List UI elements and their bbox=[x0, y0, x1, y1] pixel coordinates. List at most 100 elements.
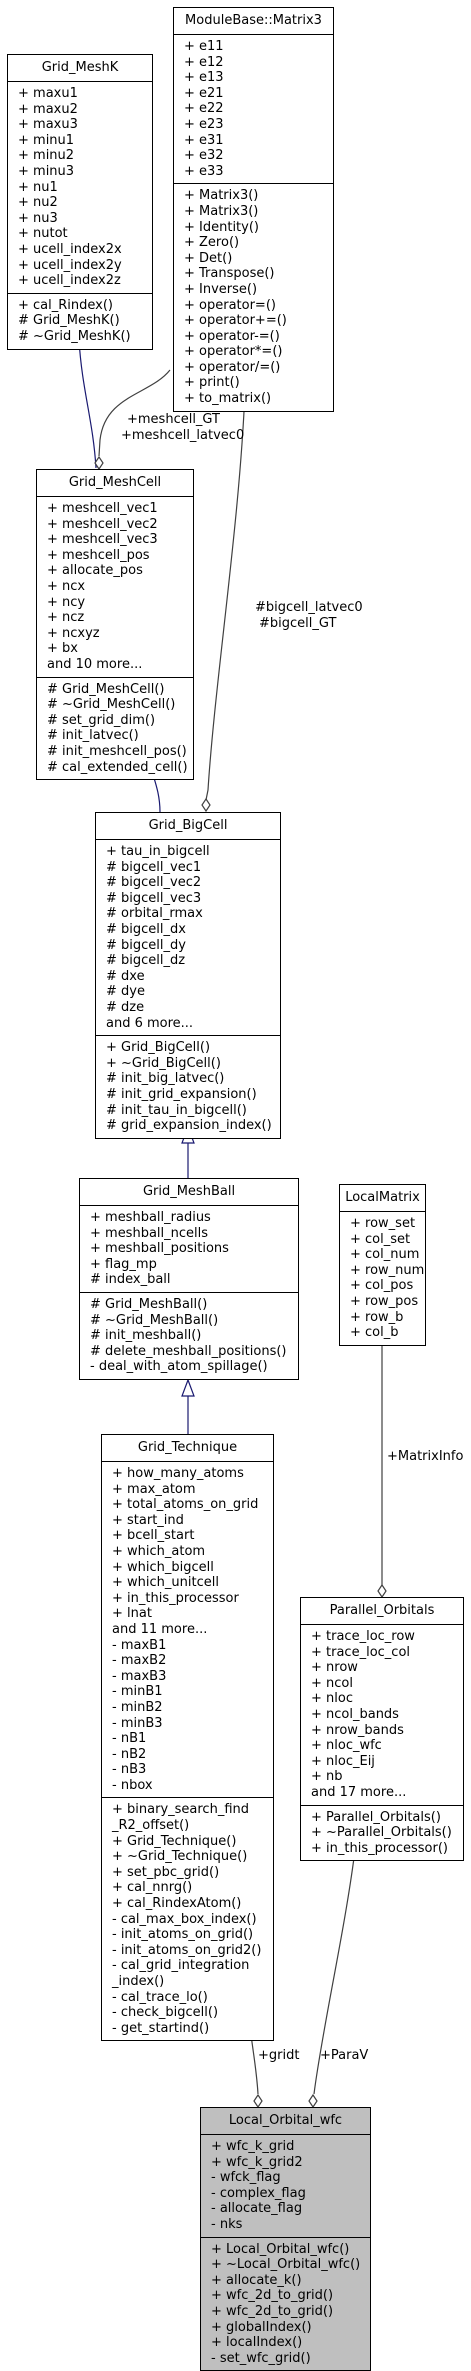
class-member: + flag_mp bbox=[90, 1256, 157, 1272]
class-member: + maxu1 bbox=[18, 86, 78, 101]
class-member: - get_startind() bbox=[112, 2020, 210, 2036]
class-member: + Parallel_Orbitals() bbox=[311, 1809, 441, 1825]
class-member: - nbox bbox=[112, 1777, 153, 1793]
class-member: + nloc_wfc bbox=[311, 1738, 382, 1754]
class-member: # ~Grid_MeshK() bbox=[18, 328, 131, 344]
class-member: + e11 bbox=[184, 39, 224, 54]
class-member: - minB3 bbox=[112, 1715, 163, 1731]
class-member: # init_latvec() bbox=[47, 728, 139, 744]
class-member: _index() bbox=[112, 1974, 165, 1989]
class-member: and 17 more... bbox=[311, 1784, 407, 1800]
class-member: + wfc_2d_to_grid() bbox=[211, 2288, 334, 2304]
class-member: + ncy bbox=[47, 594, 86, 610]
edge-paraorb-to-wfc bbox=[313, 1849, 356, 2095]
method-list: + binary_search_find_R2_offset()+ Grid_T… bbox=[102, 1797, 273, 2040]
class-member: + e12 bbox=[184, 54, 224, 70]
class-member: # Grid_MeshCell() bbox=[47, 681, 165, 697]
class-member: + wfc_k_grid2 bbox=[211, 2154, 303, 2170]
class-member: + ~Grid_Technique() bbox=[112, 1849, 248, 1865]
class-member: - maxB3 bbox=[112, 1668, 167, 1684]
class-member: + binary_search_find bbox=[112, 1802, 249, 1818]
class-member: + cal_nnrg() bbox=[112, 1880, 193, 1896]
class-member: # dxe bbox=[106, 968, 145, 984]
method-list: # Grid_MeshBall()# ~Grid_MeshBall()# ini… bbox=[80, 1291, 298, 1379]
diamond-paraorb bbox=[377, 1583, 387, 1599]
class-member: + col_b bbox=[350, 1325, 399, 1341]
class-grid-meshball[interactable]: Grid_MeshBall + meshball_radius+ meshbal… bbox=[79, 1178, 299, 1380]
class-member: + Grid_Technique() bbox=[112, 1833, 237, 1849]
class-matrix3[interactable]: ModuleBase::Matrix3 + e11+ e12+ e13+ e21… bbox=[173, 7, 334, 412]
class-member: + minu1 bbox=[18, 132, 75, 148]
method-list: # Grid_MeshCell()# ~Grid_MeshCell()# set… bbox=[37, 676, 193, 780]
label-bigcell-gt: #bigcell_GT bbox=[259, 616, 337, 631]
class-member: # init_meshball() bbox=[90, 1328, 202, 1344]
attribute-list: + meshcell_vec1+ meshcell_vec2+ meshcell… bbox=[37, 497, 193, 677]
class-member: + ncz bbox=[47, 610, 85, 626]
class-member: + ncol_bands bbox=[311, 1706, 399, 1722]
class-member: + meshcell_vec3 bbox=[47, 532, 158, 548]
class-parallel-orbitals[interactable]: Parallel_Orbitals + trace_loc_row+ trace… bbox=[300, 1597, 464, 1862]
class-member: + wfc_k_grid bbox=[211, 2139, 295, 2154]
class-member: # dze bbox=[106, 999, 145, 1015]
class-member: - nB1 bbox=[112, 1731, 147, 1747]
class-member: + col_pos bbox=[350, 1278, 414, 1294]
class-title: Grid_BigCell bbox=[96, 813, 280, 840]
class-member: + Grid_BigCell() bbox=[106, 1040, 211, 1056]
class-localmatrix[interactable]: LocalMatrix + row_set+ col_set+ col_num+… bbox=[339, 1184, 426, 1346]
class-member: + ncxyz bbox=[47, 625, 100, 641]
class-member: + allocate_k() bbox=[211, 2272, 302, 2288]
class-member: + maxu2 bbox=[18, 101, 78, 117]
method-list: + Grid_BigCell()+ ~Grid_BigCell()# init_… bbox=[96, 1035, 280, 1138]
class-member: + operator-=() bbox=[184, 328, 280, 344]
class-member: # bigcell_dx bbox=[106, 921, 186, 937]
class-member: + ucell_index2z bbox=[18, 273, 121, 289]
class-member: + ~Parallel_Orbitals() bbox=[311, 1825, 452, 1841]
class-title: Grid_MeshBall bbox=[80, 1179, 298, 1206]
class-member: + operator=() bbox=[184, 297, 276, 313]
class-member: + e23 bbox=[184, 116, 224, 132]
class-member: + e33 bbox=[184, 163, 224, 179]
class-member: # Grid_MeshBall() bbox=[90, 1296, 208, 1312]
method-list: + Matrix3()+ Matrix3()+ Identity()+ Zero… bbox=[174, 183, 333, 410]
label-bigcell-latvec0: #bigcell_latvec0 bbox=[255, 600, 363, 615]
class-member: + Zero() bbox=[184, 235, 240, 251]
label-gridt: +gridt bbox=[258, 2048, 300, 2063]
class-member: # bigcell_vec3 bbox=[106, 890, 202, 906]
class-member: + meshcell_vec1 bbox=[47, 501, 158, 516]
attribute-list: + maxu1+ maxu2+ maxu3+ minu1+ minu2+ min… bbox=[8, 82, 152, 293]
class-member: - check_bigcell() bbox=[112, 2005, 219, 2021]
class-member: + which_atom bbox=[112, 1543, 206, 1559]
class-grid-meshk[interactable]: Grid_MeshK + maxu1+ maxu2+ maxu3+ minu1+… bbox=[7, 54, 153, 350]
label-matrixinfo: +MatrixInfo bbox=[387, 1449, 464, 1464]
class-member: + meshcell_pos bbox=[47, 547, 150, 563]
class-title: LocalMatrix bbox=[340, 1185, 425, 1212]
class-member: and 6 more... bbox=[106, 1015, 194, 1031]
class-member: - maxB2 bbox=[112, 1653, 167, 1669]
class-local-orbital-wfc[interactable]: Local_Orbital_wfc + wfc_k_grid+ wfc_k_gr… bbox=[200, 2107, 371, 2371]
class-grid-technique[interactable]: Grid_Technique + how_many_atoms+ max_ato… bbox=[101, 1434, 274, 2042]
class-member: + globalIndex() bbox=[211, 2319, 312, 2335]
class-member: + Matrix3() bbox=[184, 188, 259, 204]
label-parav: +ParaV bbox=[320, 2048, 369, 2063]
attribute-list: + meshball_radius+ meshball_ncells+ mesh… bbox=[80, 1206, 298, 1292]
class-member: + ucell_index2x bbox=[18, 241, 122, 257]
class-grid-meshcell[interactable]: Grid_MeshCell + meshcell_vec1+ meshcell_… bbox=[36, 469, 194, 781]
class-member: + ~Grid_BigCell() bbox=[106, 1055, 221, 1071]
class-member: + operator+=() bbox=[184, 313, 287, 329]
class-member: + nloc bbox=[311, 1691, 353, 1707]
class-grid-bigcell[interactable]: Grid_BigCell + tau_in_bigcell# bigcell_v… bbox=[95, 812, 281, 1139]
diamond-bigcell bbox=[201, 797, 211, 813]
class-member: + Inverse() bbox=[184, 281, 258, 297]
label-meshcell-latvec0: +meshcell_latvec0 bbox=[121, 428, 245, 443]
class-member: + Matrix3() bbox=[184, 203, 259, 219]
class-member: + total_atoms_on_grid bbox=[112, 1497, 259, 1513]
class-member: + Local_Orbital_wfc() bbox=[211, 2241, 350, 2257]
attribute-list: + e11+ e12+ e13+ e21+ e22+ e23+ e31+ e32… bbox=[174, 35, 333, 183]
class-member: + operator/=() bbox=[184, 359, 281, 375]
class-member: + operator*=() bbox=[184, 344, 283, 360]
class-member: + maxu3 bbox=[18, 117, 78, 133]
class-member: + print() bbox=[184, 375, 240, 391]
class-member: + row_num bbox=[350, 1262, 425, 1278]
class-member: - cal_max_box_index() bbox=[112, 1911, 257, 1927]
